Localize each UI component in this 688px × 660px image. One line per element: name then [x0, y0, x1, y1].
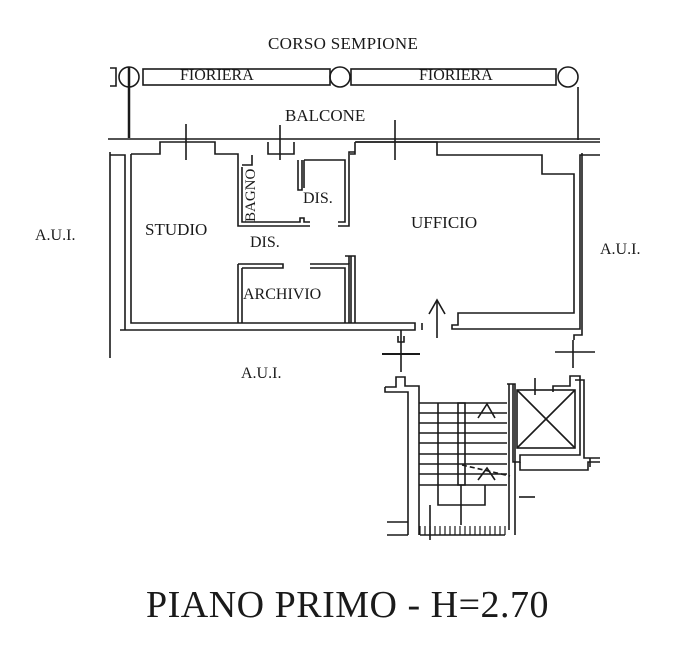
balcony-label: BALCONE	[285, 106, 366, 125]
room-label-bathroom: BAGNO	[243, 168, 259, 222]
adjacent-unit-bottom: A.U.I.	[241, 365, 282, 382]
outer-walls	[109, 141, 600, 358]
floor-title: PIANO PRIMO - H=2.70	[146, 584, 550, 626]
interior-walls	[237, 151, 356, 323]
planter-label-left: FIORIERA	[180, 67, 254, 84]
column-right	[557, 66, 579, 88]
room-label-hall-upper: DIS.	[303, 190, 333, 207]
elevator-shaft	[512, 375, 600, 498]
room-label-office: UFFICIO	[411, 213, 478, 232]
adjacent-unit-left: A.U.I.	[35, 227, 76, 244]
column-middle	[329, 66, 351, 88]
entry-arrow	[428, 298, 446, 338]
stairwell	[384, 376, 516, 540]
room-label-studio: STUDIO	[145, 220, 208, 239]
stair-connection	[382, 330, 595, 372]
adjacent-unit-right: A.U.I.	[600, 241, 641, 258]
planter-right	[350, 68, 557, 86]
room-label-hall-lower: DIS.	[250, 234, 280, 251]
planter-row	[110, 66, 579, 140]
room-label-archive: ARCHIVIO	[243, 286, 322, 303]
planter-label-right: FIORIERA	[419, 67, 493, 84]
street-label: CORSO SEMPIONE	[268, 34, 419, 53]
